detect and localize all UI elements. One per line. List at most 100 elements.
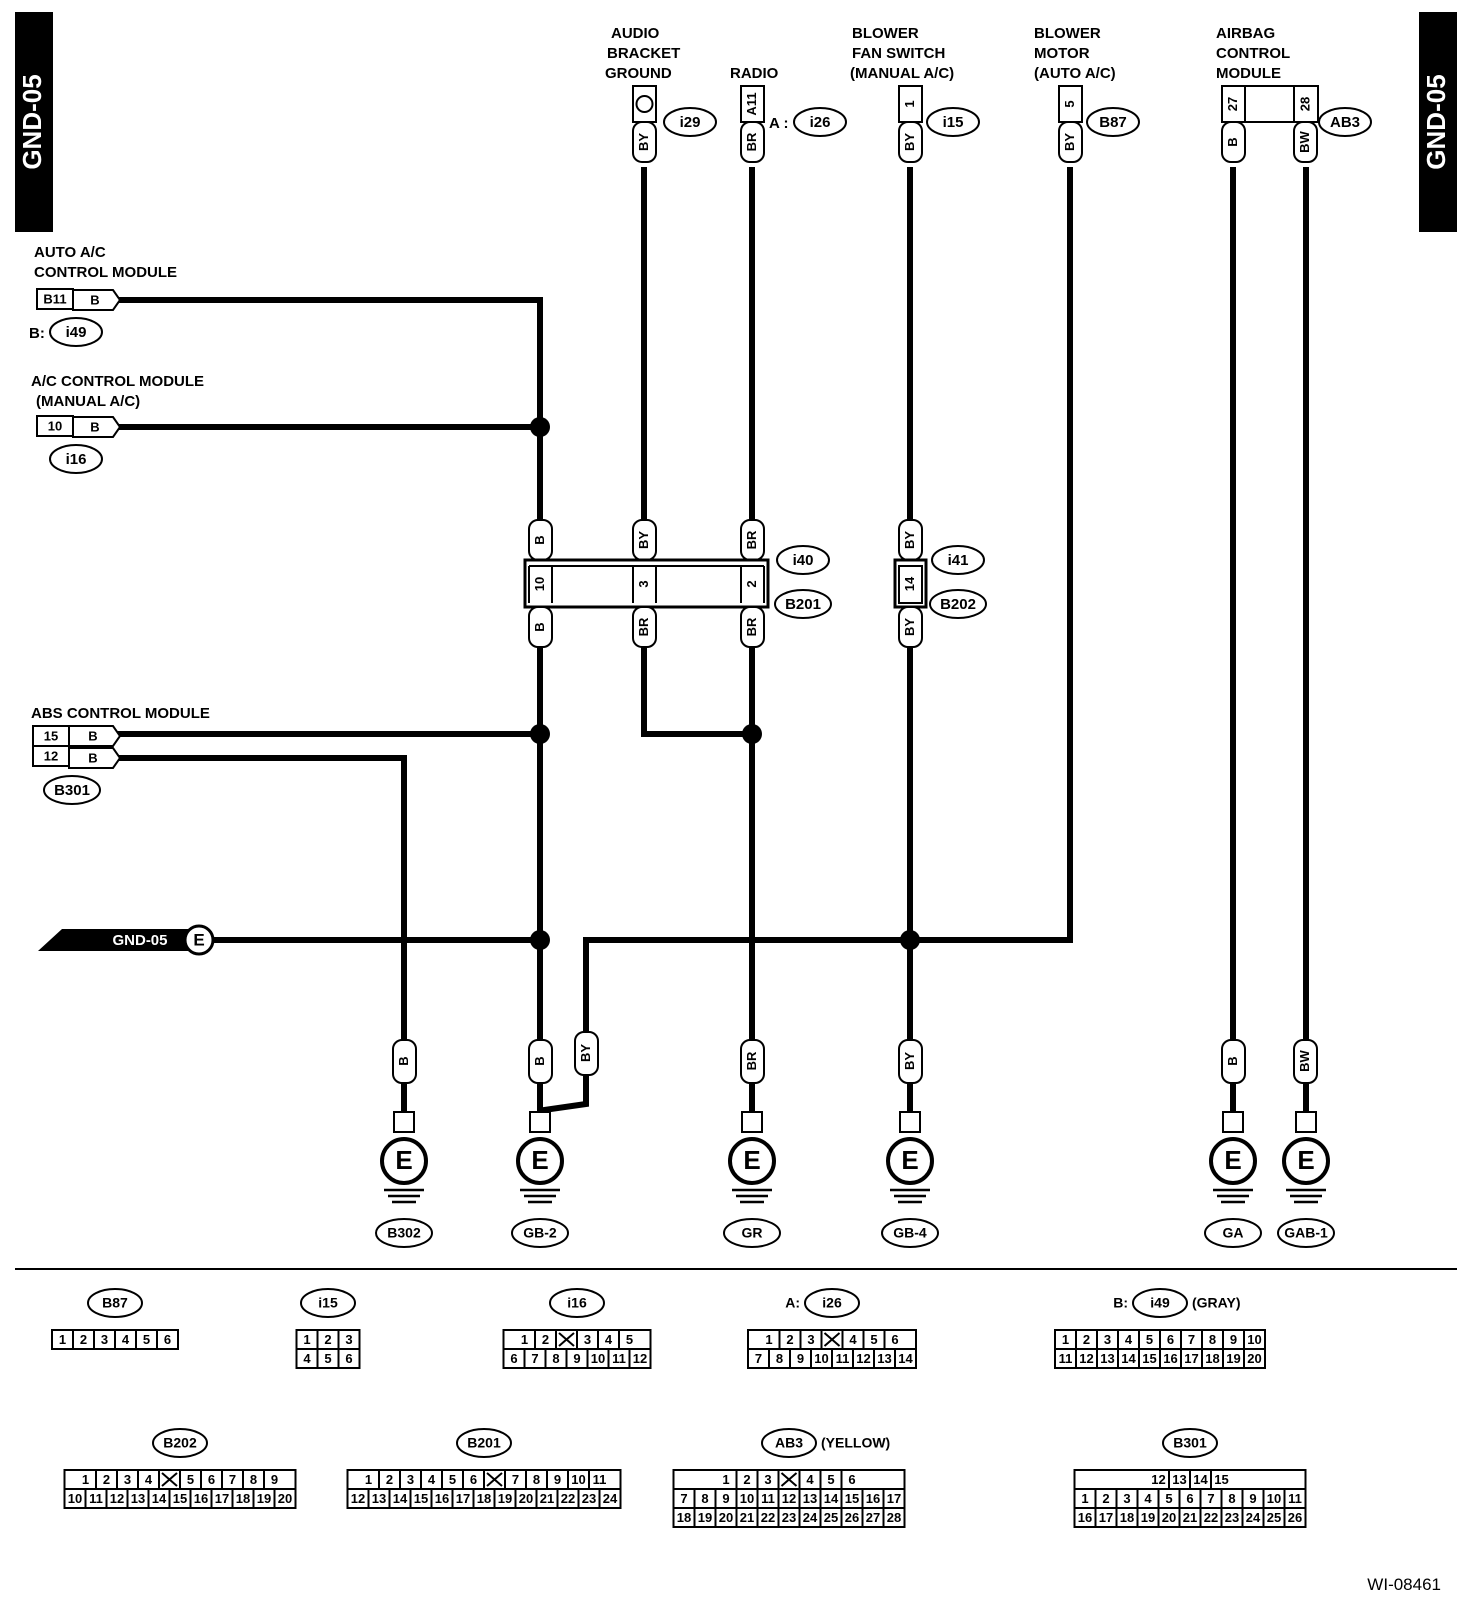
svg-text:i40: i40 [793,552,814,569]
svg-text:A/C CONTROL MODULE: A/C CONTROL MODULE [31,373,204,390]
svg-text:GROUND: GROUND [605,65,672,82]
legend-pin: 26 [845,1510,859,1525]
connector-i29: i29 [663,107,717,137]
legend-pin: 3 [807,1332,814,1347]
svg-text:5: 5 [1062,100,1077,107]
svg-text:B202: B202 [940,596,976,613]
svg-text:AB3: AB3 [1330,114,1360,131]
legend-pin: 3 [1123,1491,1130,1506]
legend-pin: 5 [626,1332,633,1347]
legend-pin: 4 [605,1332,613,1347]
svg-text:(MANUAL A/C): (MANUAL A/C) [850,65,954,82]
legend-pin: 3 [584,1332,591,1347]
legend-pin: 4 [145,1472,153,1487]
tab-right-label: GND-05 [1421,74,1451,169]
legend-pin: 2 [103,1472,110,1487]
legend-pin: 15 [173,1491,187,1506]
legend-pin: 9 [1230,1332,1237,1347]
svg-text:A11: A11 [744,92,759,115]
legend-pin: 2 [1083,1332,1090,1347]
svg-text:27: 27 [1225,97,1240,111]
legend-pin: 23 [1225,1510,1239,1525]
legend-pin: 5 [870,1332,877,1347]
ground-symbol-letter: E [1224,1145,1241,1175]
svg-text:MODULE: MODULE [1216,65,1281,82]
legend-prefix: A: [785,1295,800,1311]
legend-pin: 7 [1188,1332,1195,1347]
legend-pin: 6 [1167,1332,1174,1347]
legend-pin: 24 [603,1491,618,1506]
legend-pin: 11 [612,1351,626,1366]
legend-pin: 15 [845,1491,859,1506]
ground-name: GB-4 [893,1225,927,1241]
legend-name: i49 [1150,1295,1170,1311]
legend-pin: 10 [591,1351,605,1366]
legend-pin: 9 [722,1491,729,1506]
legend-pin: 27 [866,1510,880,1525]
legend-pin: 7 [531,1351,538,1366]
svg-text:B: B [532,622,547,631]
ground-name: GB-2 [523,1225,557,1241]
legend-pin: 19 [257,1491,271,1506]
legend-pin: 17 [215,1491,229,1506]
legend-pin: 26 [1288,1510,1302,1525]
legend-pin: 12 [633,1351,647,1366]
svg-text:BW: BW [1297,1049,1312,1071]
svg-text:B87: B87 [1099,114,1127,131]
legend-pin: 10 [1247,1332,1261,1347]
svg-text:i49: i49 [66,324,87,341]
radio-pin-box: A11 [740,85,765,123]
svg-text:AUDIO: AUDIO [611,25,660,42]
svg-text:BR: BR [744,530,759,549]
legend-pin: 1 [1081,1491,1088,1506]
connector-i49-prefix: B: [29,325,45,342]
connector-AB3: AB3 [1318,107,1372,137]
legend-pin: 5 [187,1472,194,1487]
legend-pin: 7 [1207,1491,1214,1506]
legend-name: i15 [318,1295,338,1311]
legend-pin: 22 [1204,1510,1218,1525]
svg-text:10: 10 [532,577,547,591]
legend-pin: 8 [1228,1491,1235,1506]
legend-pin: 5 [324,1351,331,1366]
wire-tags-bottom: B B BY BR BY B BW [392,1031,1318,1084]
legend-pin: 21 [1183,1510,1197,1525]
legend-pin: 6 [164,1332,171,1347]
legend-pin: 2 [743,1472,750,1487]
legend-pin: 13 [372,1491,386,1506]
label-audio-bracket-ground: AUDIO BRACKET GROUND [605,25,680,82]
svg-text:BR: BR [744,617,759,636]
svg-text:15: 15 [44,728,58,743]
legend-pin: 20 [519,1491,533,1506]
svg-text:B201: B201 [785,596,821,613]
legend-pin: 4 [849,1332,857,1347]
legend-pin: 1 [303,1332,310,1347]
label-blower-motor: BLOWER MOTOR (AUTO A/C) [1034,25,1116,82]
label-ac-control-module: A/C CONTROL MODULE (MANUAL A/C) [31,373,204,410]
legend-pin: 16 [194,1491,208,1506]
legend-pin: 11 [836,1351,850,1366]
legend-pin: 6 [208,1472,215,1487]
ground-symbol-letter: E [743,1145,760,1175]
gnd-05-input: GND-05 E [38,924,215,956]
legend-pin: 19 [698,1510,712,1525]
wires [117,167,1309,1115]
legend-pin: 8 [250,1472,257,1487]
wire-tags-left: B B B B [68,289,122,769]
legend-pin: 18 [236,1491,250,1506]
legend-pin: 14 [393,1491,408,1506]
svg-text:i15: i15 [943,114,964,131]
ground-name: GAB-1 [1284,1225,1328,1241]
ground-GR: EGR [723,1111,781,1248]
svg-text:(MANUAL A/C): (MANUAL A/C) [36,393,140,410]
figure-id: WI-08461 [1367,1575,1441,1594]
legend-pin: 14 [824,1491,839,1506]
legend-pin: 22 [561,1491,575,1506]
legend-pin: 3 [407,1472,414,1487]
legend-pin: 7 [755,1351,762,1366]
